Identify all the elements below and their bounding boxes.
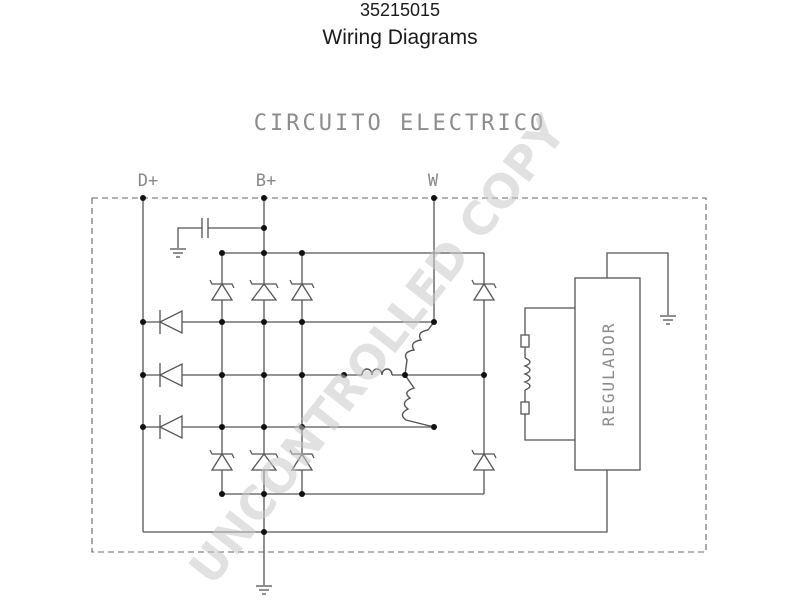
alternator-enclosure — [91, 197, 707, 553]
d-plus-to-regulator-wire — [143, 470, 608, 533]
ground-symbol-capacitor — [170, 248, 186, 258]
zener-diode-upper-4 — [471, 279, 497, 301]
zener-diode-lower-4 — [471, 449, 497, 471]
ground-symbol-regulator — [660, 315, 676, 325]
zener-diode-upper-3 — [289, 279, 315, 301]
regulator-ground-wire — [606, 252, 669, 315]
zener-diode-lower-3 — [289, 449, 315, 471]
zener-diode-upper-2 — [249, 279, 279, 301]
zener-diode-lower-2 — [249, 449, 279, 471]
junction-dots — [140, 195, 487, 535]
terminal-label-d-plus: D+ — [138, 171, 158, 191]
watermark-text: UNCONTROLLED COPY — [178, 106, 576, 595]
zener-diode-upper-1 — [209, 279, 235, 301]
document-title: Wiring Diagrams — [322, 26, 478, 49]
terminal-label-w: W — [428, 171, 439, 191]
part-number: 35215015 — [359, 0, 441, 20]
exciter-diode-1 — [158, 309, 183, 335]
exciter-diode-2 — [158, 362, 183, 388]
regulator-label: REGULADOR — [599, 322, 618, 427]
exciter-diode-3 — [158, 414, 183, 440]
ground-symbol-main — [256, 585, 272, 595]
diagram-title: CIRCUITO ELECTRICO — [254, 111, 546, 136]
terminal-label-b-plus: B+ — [256, 171, 276, 191]
rotor-field-winding — [520, 307, 575, 441]
capacitor — [177, 218, 264, 248]
stator-winding-lower — [401, 374, 435, 428]
zener-diode-lower-1 — [209, 449, 235, 471]
